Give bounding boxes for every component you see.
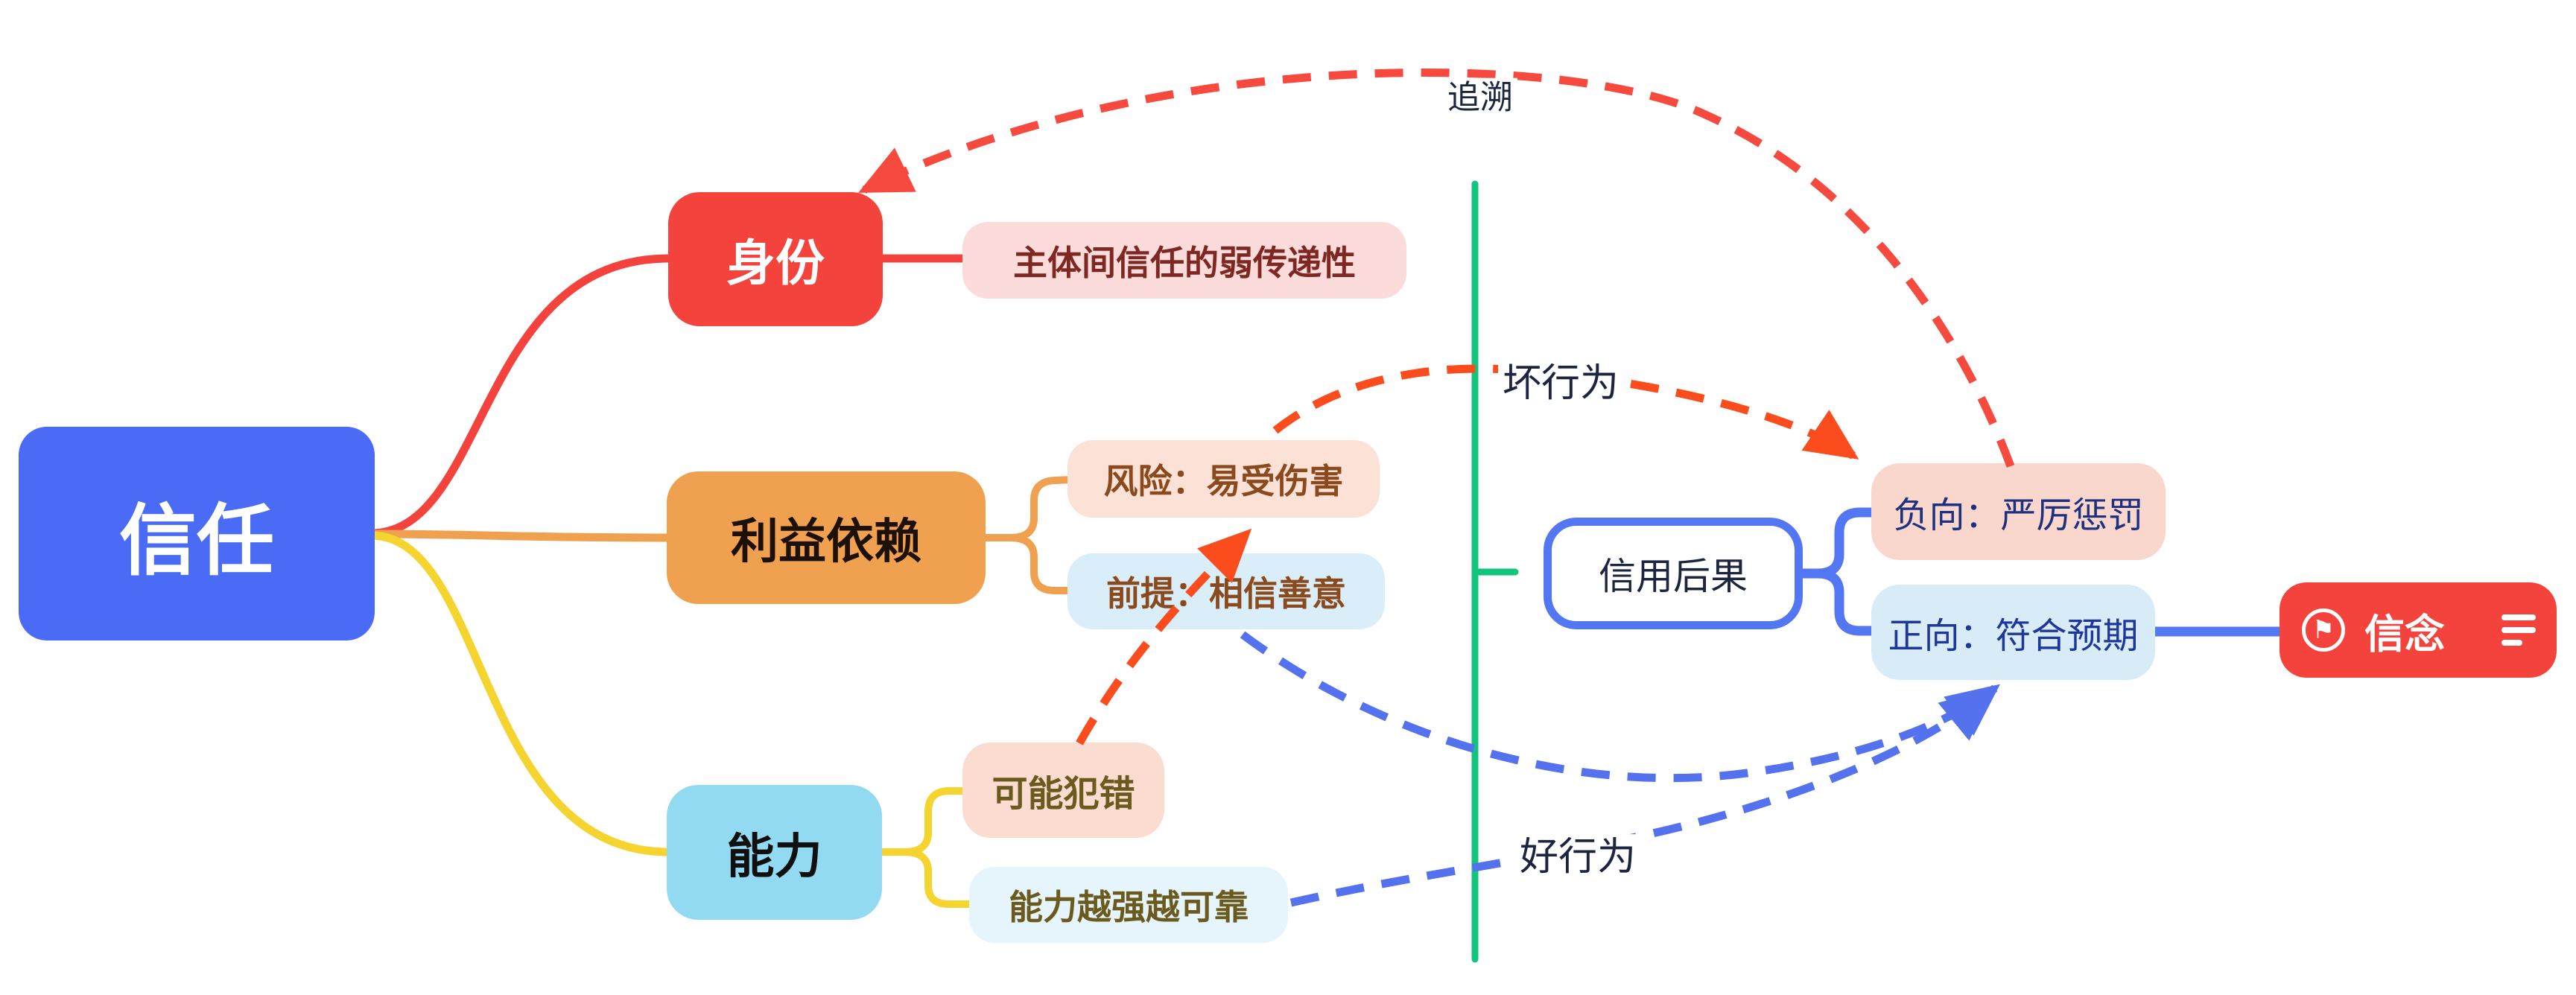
branch-connector-ability (367, 531, 673, 856)
connector-credit-positive (1798, 568, 1879, 636)
flag-icon[interactable]: ⚑ (2302, 608, 2345, 652)
node-ability[interactable]: 能力 (667, 785, 882, 920)
node-identity[interactable]: 身份 (668, 192, 883, 326)
node-stronger-more-reliable[interactable]: 能力越强越可靠 (969, 867, 1288, 943)
node-premise[interactable]: 前提：相信善意 (1067, 553, 1385, 629)
node-positive-expectation[interactable]: 正向：符合预期 (1871, 585, 2155, 680)
node-credit-consequence[interactable]: 信用后果 (1544, 518, 1803, 629)
branch-connector-interest (367, 530, 673, 542)
connector-ability-stronger (878, 848, 976, 908)
node-identity-note[interactable]: 主体间信任的弱传递性 (962, 222, 1406, 299)
notes-icon[interactable] (2502, 614, 2536, 646)
connector-interest-premise (982, 534, 1074, 594)
node-trust[interactable]: 信任 (19, 427, 375, 640)
node-negative-punishment[interactable]: 负向：严厉惩罚 (1871, 463, 2166, 560)
node-may-err[interactable]: 可能犯错 (962, 743, 1164, 838)
branch-connector-identity (367, 254, 673, 538)
node-belief-label: 信念 (2364, 611, 2445, 657)
node-interest-dependence[interactable]: 利益依赖 (667, 471, 986, 604)
node-risk[interactable]: 风险：易受伤害 (1067, 440, 1380, 518)
node-belief[interactable]: ⚑ 信念 (2280, 582, 2557, 678)
